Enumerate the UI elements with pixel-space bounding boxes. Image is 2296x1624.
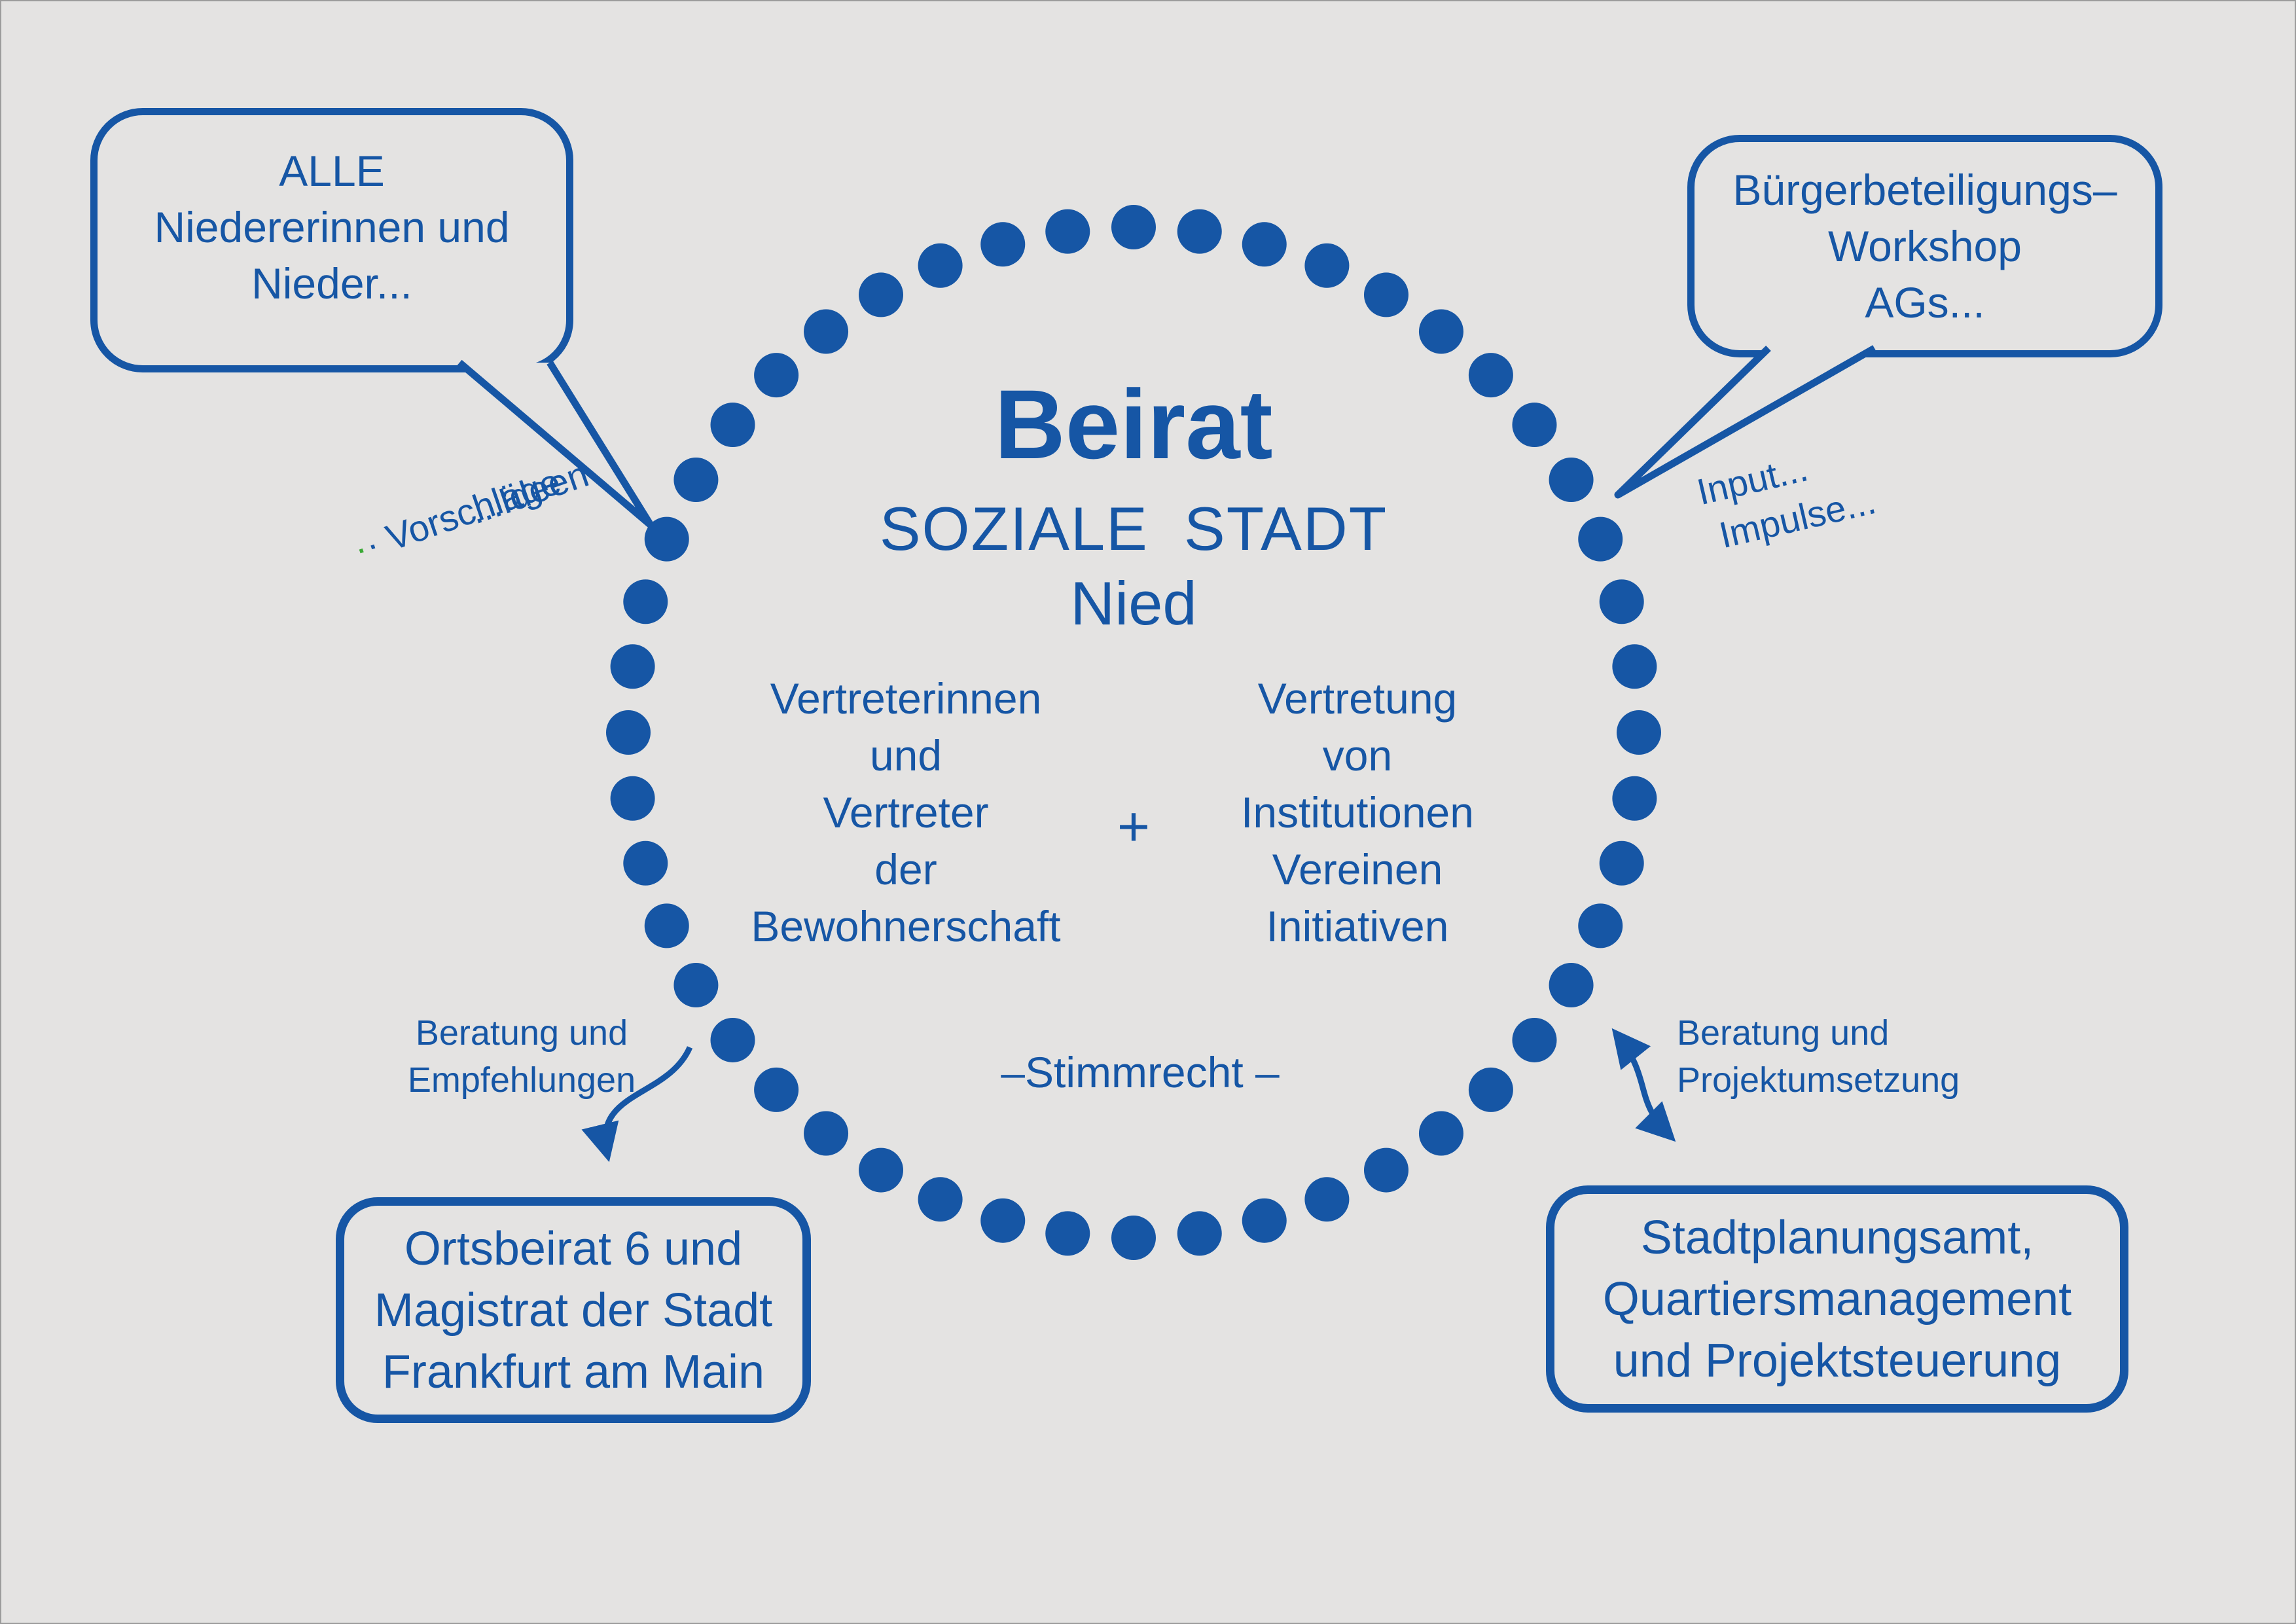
label-advice-right: Beratung und Projektumsetzung bbox=[1677, 1009, 2043, 1104]
box-ortsbeirat-line: Ortsbeirat 6 und bbox=[404, 1222, 743, 1275]
members-institutions-line: Vertretung bbox=[1257, 674, 1458, 723]
box-stadtplanungsamt-line: Stadtplanungsamt, bbox=[1640, 1211, 2034, 1264]
bubble-residents-line: Niedererinnen und bbox=[154, 203, 510, 251]
box-ortsbeirat: Ortsbeirat 6 und Magistrat der Stadt Fra… bbox=[336, 1197, 811, 1423]
box-ortsbeirat-line: Magistrat der Stadt bbox=[374, 1284, 773, 1337]
speech-bubble-residents: ALLE Niedererinnen und Nieder... bbox=[90, 108, 573, 372]
bubble-workshops-line: Workshop bbox=[1828, 222, 2022, 270]
voting-right-note: –Stimmrecht – bbox=[1001, 1048, 1280, 1096]
members-residents-group: Vertreterinnen und Vertreter der Bewohne… bbox=[703, 670, 1109, 955]
circle-subtitle-nied: Nied bbox=[1070, 569, 1197, 638]
label-advice-left-line: Empfehlungen bbox=[407, 1060, 636, 1100]
circle-title: Beirat bbox=[994, 369, 1273, 479]
box-ortsbeirat-line: Frankfurt am Main bbox=[382, 1345, 765, 1398]
box-stadtplanungsamt: Stadtplanungsamt, Quartiersmanagement un… bbox=[1546, 1185, 2128, 1413]
bubble-workshops-line: Bürgerbeteiligungs– bbox=[1732, 166, 2117, 214]
members-residents-line: Bewohnerschaft bbox=[751, 902, 1061, 950]
members-residents-line: der bbox=[874, 845, 937, 893]
members-residents-line: Vertreterinnen bbox=[770, 674, 1042, 723]
members-residents-line: Vertreter bbox=[823, 788, 989, 837]
label-advice-left-line: Beratung und bbox=[415, 1013, 628, 1053]
label-advice-right-line: Beratung und bbox=[1677, 1013, 1890, 1053]
members-institutions-group: Vertretung von Institutionen Vereinen In… bbox=[1155, 670, 1560, 955]
bubble-workshops-line: AGs... bbox=[1865, 278, 1985, 327]
speech-bubble-workshops: Bürgerbeteiligungs– Workshop AGs... bbox=[1687, 135, 2162, 357]
box-stadtplanungsamt-line: und Projektsteuerung bbox=[1613, 1334, 2062, 1387]
members-residents-line: und bbox=[869, 731, 942, 780]
advice-right-arrow bbox=[1611, 1028, 1676, 1142]
label-advice-left: Beratung und Empfehlungen bbox=[384, 1009, 659, 1104]
bubble-residents-line: Nieder... bbox=[251, 259, 412, 308]
members-institutions-line: Initiativen bbox=[1266, 902, 1449, 950]
members-institutions-line: Vereinen bbox=[1272, 845, 1443, 893]
bubble-residents-line: ALLE bbox=[279, 147, 385, 195]
members-institutions-line: von bbox=[1322, 731, 1393, 780]
box-stadtplanungsamt-line: Quartiersmanagement bbox=[1602, 1272, 2072, 1326]
members-institutions-line: Institutionen bbox=[1241, 788, 1474, 837]
circle-subtitle: SOZIALE STADT bbox=[879, 494, 1388, 563]
label-vorschlaege: ·· Vorschläge bbox=[348, 460, 565, 570]
label-advice-right-line: Projektumsetzung bbox=[1677, 1060, 1960, 1100]
